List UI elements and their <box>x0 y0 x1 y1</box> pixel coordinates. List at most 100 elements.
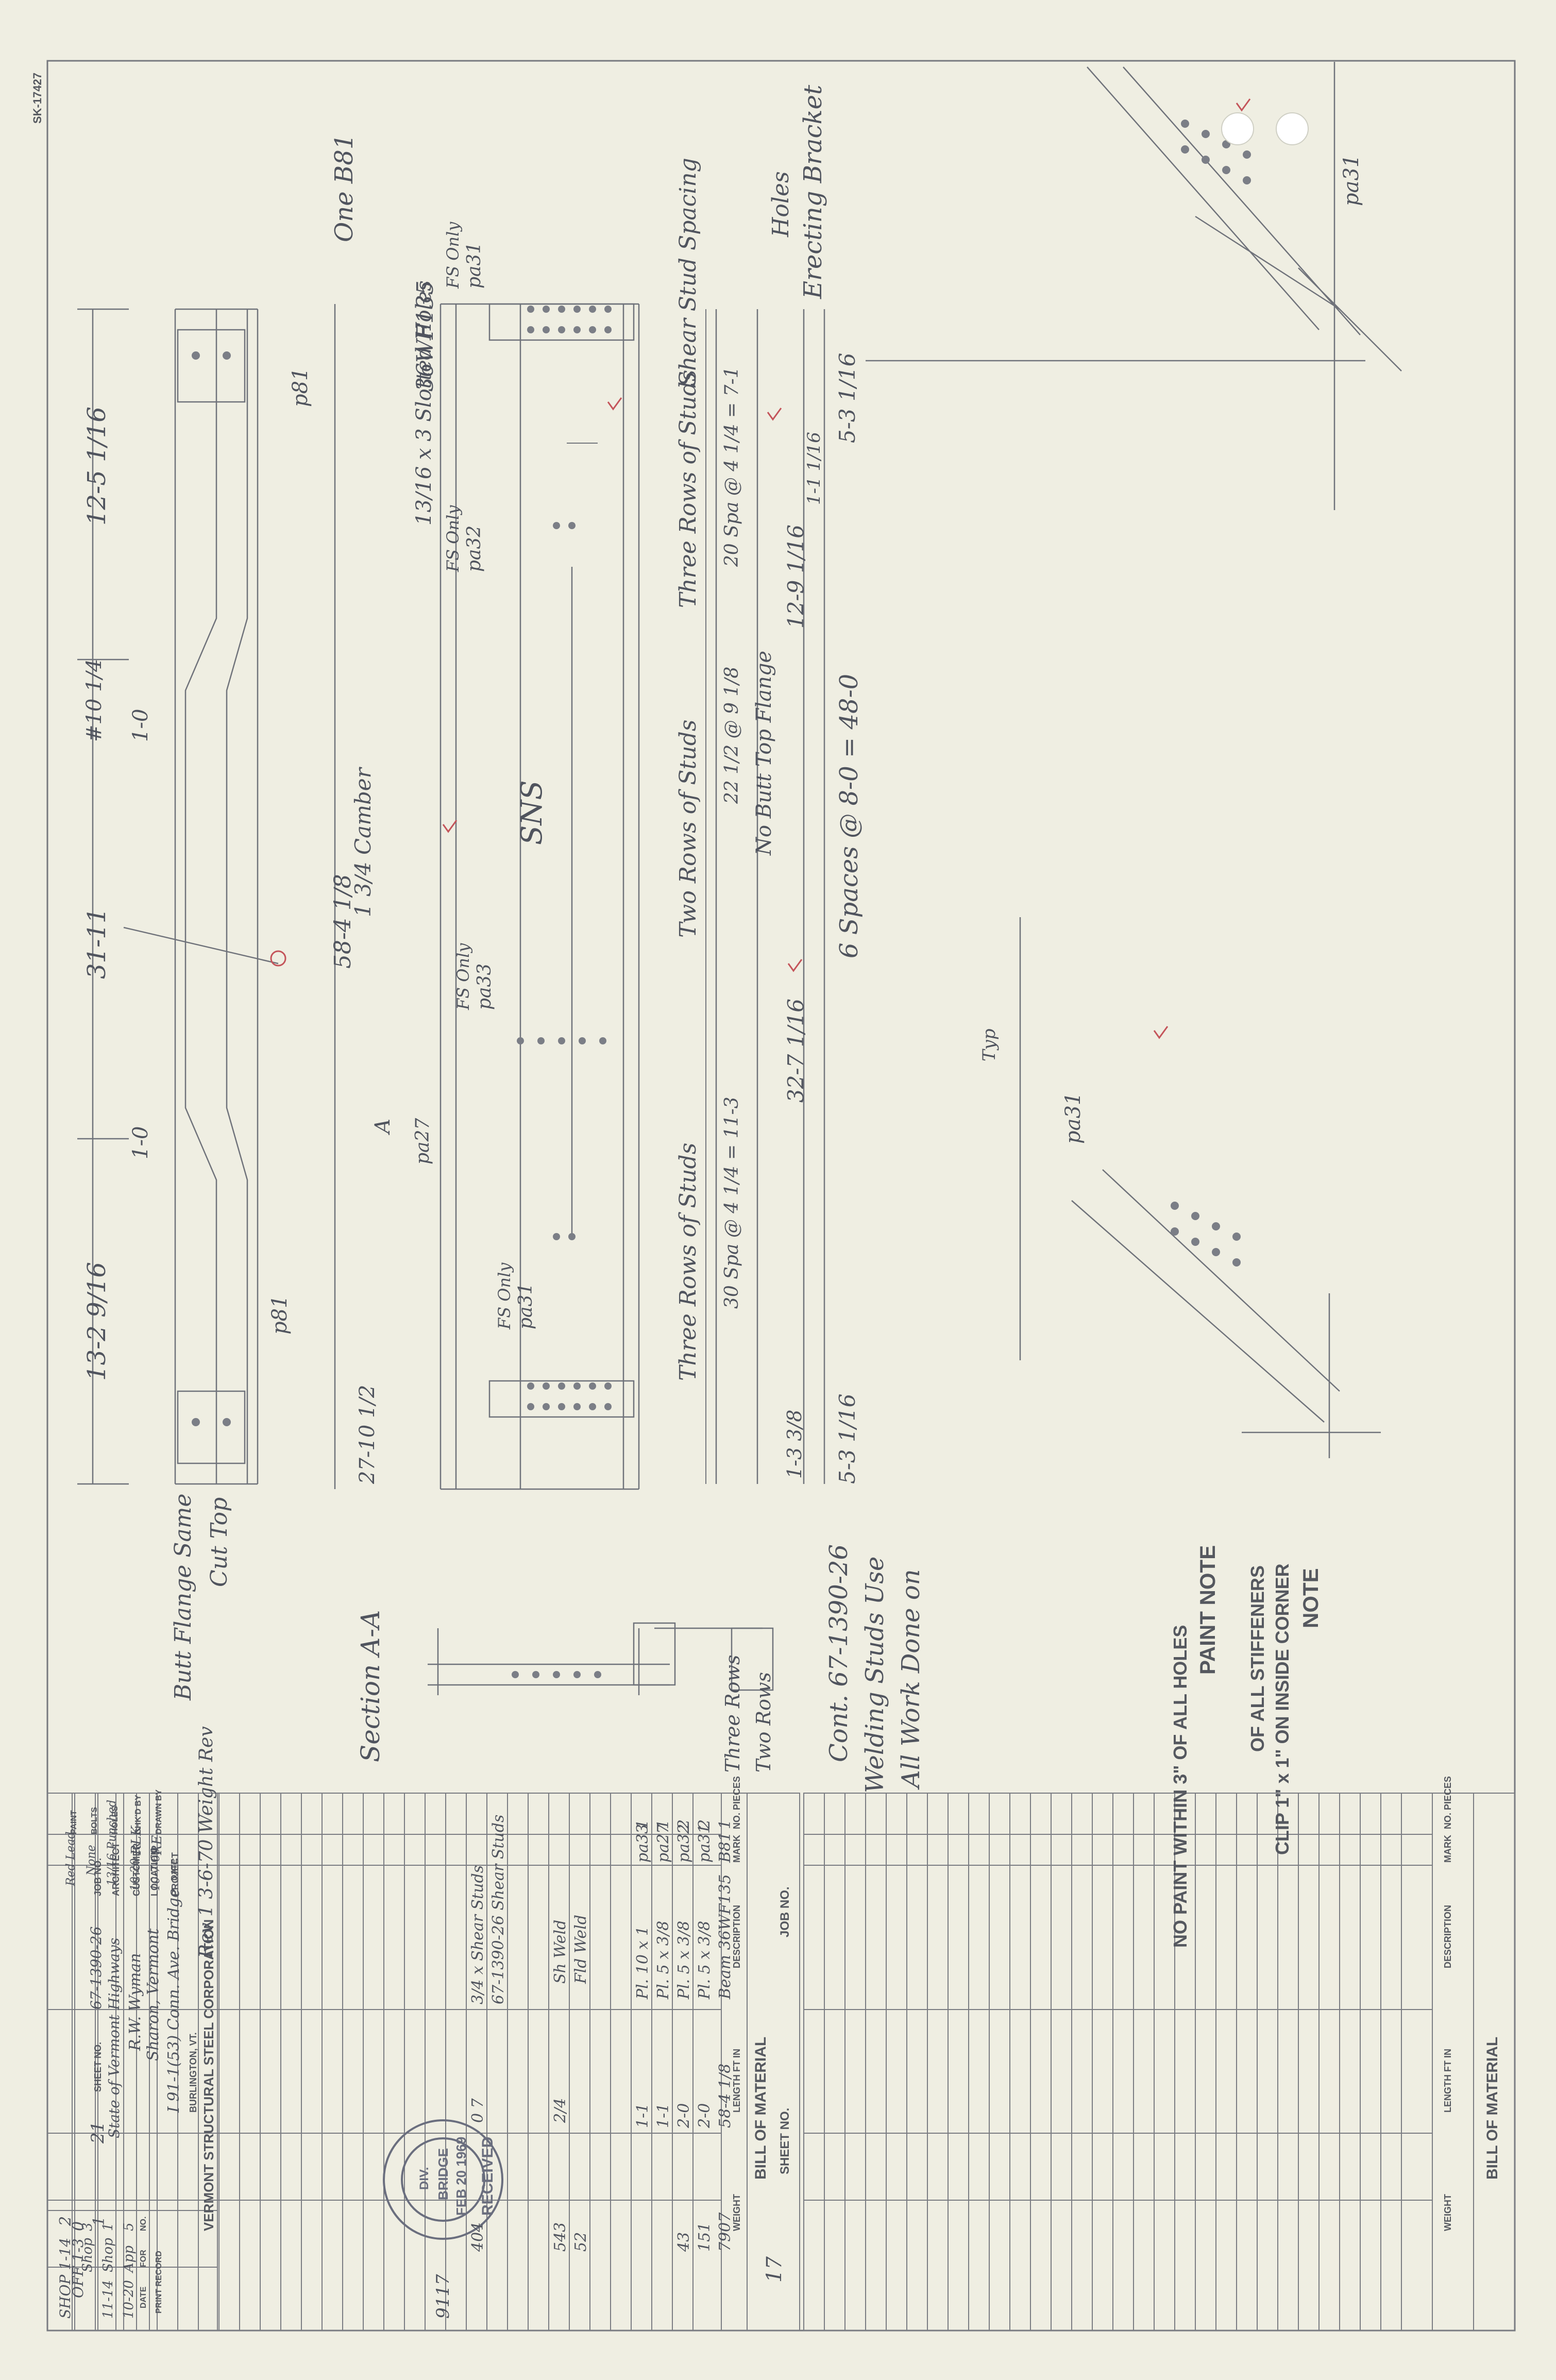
bom-row-7-desc: Sh Weld <box>551 1919 569 1984</box>
print-for-label: FOR <box>139 2250 148 2267</box>
dim-27-10: 27-10 1/2 <box>356 1385 379 1484</box>
punch-hole-1 <box>1221 112 1254 145</box>
bom-row-4-mark: pa27 <box>654 1824 672 1863</box>
bom-right-title: BILL OF MATERIAL <box>1484 2036 1501 2180</box>
camber-marker <box>270 950 286 967</box>
mark-pa31b-fs: FS Only <box>495 1262 514 1329</box>
label-no-butt: No Butt Top Flange <box>752 650 776 855</box>
bom-row-1-desc: Beam 36WF135 <box>716 1874 734 1999</box>
paint-value: Red Lead <box>64 1831 77 1886</box>
holes-value: 13/16 Punched <box>106 1799 119 1886</box>
plan-detail-top <box>866 62 1402 510</box>
bom-row-5-mark: pa33 <box>634 1824 652 1863</box>
print-row-2-date: 11-14 <box>100 2280 116 2319</box>
dim-5-3b: 5-3 1/16 <box>835 1393 860 1484</box>
dim-10-4: #10 1/4 <box>82 659 106 742</box>
label-erecting-bracket: Erecting Bracket <box>799 85 827 299</box>
company-name: VERMONT STRUCTURAL STEEL CORPORATION <box>201 1919 216 2231</box>
revision-note: Rev 1 3-6-70 Weight Rev <box>196 1726 217 1958</box>
print-date-label: DATE <box>139 2286 148 2308</box>
camber-diagram <box>77 308 279 1485</box>
print-no-label: NO. <box>139 2216 148 2231</box>
mark-pa33-fs: FS Only <box>453 943 473 1010</box>
job-value: 67-1390-26 <box>88 1926 105 2010</box>
punch-hole-2 <box>1276 112 1309 145</box>
bom-row-1-mark: B81 <box>716 1831 734 1863</box>
bom-row-3-desc: Pl. 5 x 3/8 <box>675 1920 693 1999</box>
bom-right-header-length: LENGTH FT IN <box>1443 2049 1453 2113</box>
bom-row-6-weight: 52 <box>572 2232 590 2252</box>
note-title: NOTE <box>1298 1568 1323 1628</box>
project-value: I 91-1(53) Conn. Ave. Bridge <box>165 1888 183 2113</box>
label-shear-stud-spacing: Shear Stud Spacing <box>675 158 701 386</box>
date-label: DATE <box>170 1859 179 1881</box>
mark-pa32: pa32 <box>464 525 485 572</box>
print-record-label: PRINT RECORD <box>155 2251 163 2314</box>
label-section-aa: Section A-A <box>356 1610 385 1762</box>
drawn-label: DRAWN BY <box>155 1789 163 1834</box>
print-row-1-for: App <box>121 2245 137 2272</box>
bom-left-sheet-no: SHEET NO. <box>778 2107 792 2174</box>
dim-1-1: 1-1 1/16 <box>804 432 824 505</box>
bom-row-3-weight: 43 <box>675 2232 693 2252</box>
mark-pa31b: pa31 <box>515 1282 536 1329</box>
bom-row-4-length: 1-1 <box>654 2103 672 2128</box>
mark-pa31-fs: FS Only <box>443 222 463 289</box>
bom-row-5-desc: Pl. 10 x 1 <box>634 1926 652 1999</box>
dim-32-7: 32-7 1/16 <box>783 998 808 1103</box>
spacing-1: 20 Spa @ 4 1/4 = 7-1 <box>721 366 742 567</box>
label-two-rows: Two Rows <box>752 1672 775 1773</box>
mark-pa31: pa31 <box>464 242 485 289</box>
note-line-1: CLIP 1" x 1" ON INSIDE CORNER <box>1272 1563 1293 1855</box>
date-1: 10-7-69 <box>149 1847 162 1891</box>
sheet-label: SHEET NO. <box>93 2041 103 2092</box>
mark-p81-right: p81 <box>268 1295 292 1335</box>
sheet-value: 21 <box>88 2121 108 2143</box>
stamp-dept: BRIDGE <box>435 2148 451 2200</box>
edge-code: SK-17427 <box>31 72 44 124</box>
bom-left-job-no: JOB NO. <box>778 1886 792 1937</box>
label-cont: Cont. 67-1390-26 <box>824 1544 853 1762</box>
spacing-3: 30 Spa @ 4 1/4 = 11-3 <box>721 1096 742 1309</box>
label-holes: Holes <box>768 171 794 237</box>
section-a-marker: A <box>371 1119 395 1134</box>
received-stamp <box>383 2119 503 2240</box>
bom-right-header-weight: WEIGHT <box>1443 2194 1453 2231</box>
label-sns: SNS <box>515 780 549 845</box>
date-2: 10-20 <box>129 1858 142 1891</box>
label-three-rows-studs-2: Three Rows of Studs <box>675 1142 701 1381</box>
revision-code-2: SHOP 1-14 <box>57 2237 74 2319</box>
paint-note-title: PAINT NOTE <box>1195 1545 1220 1675</box>
bom-right-header-pieces: NO. PIECES <box>1443 1776 1453 1829</box>
bom-row-10-weight: 404 <box>469 2222 487 2252</box>
red-check-marks <box>442 98 1251 1039</box>
dim-31-11: 31-11 <box>82 907 111 979</box>
bom-total: 9117 <box>433 2274 453 2319</box>
bom-right-header-description: DESCRIPTION <box>1443 1904 1453 1968</box>
print-row-1-no: 5 <box>121 2222 137 2231</box>
location-value: Sharon, Vermont <box>144 1928 162 2061</box>
end-plate-details <box>177 329 246 1464</box>
bom-row-4-desc: Pl. 5 x 3/8 <box>654 1920 672 1999</box>
dim-12-5: 12-5 1/16 <box>82 407 111 526</box>
label-welding-studs: Welding Studs Use <box>860 1556 889 1793</box>
bom-row-10-desc: 3/4 x Shear Studs <box>469 1865 487 2004</box>
bom-row-2-desc: Pl. 5 x 3/8 <box>696 1920 714 1999</box>
mark-pa31-plan-bottom: pa31 <box>1061 1092 1085 1144</box>
bom-right-grid <box>803 1793 1515 2331</box>
bom-left-sheet-circle: 17 <box>763 2256 786 2283</box>
bom-row-7-length: 2/4 <box>551 2098 569 2123</box>
dim-spacing-top: 6 Spaces @ 8-0 = 48-0 <box>835 673 864 958</box>
plan-detail-bottom <box>1019 917 1381 1458</box>
label-all-work: All Work Done on <box>897 1569 925 1788</box>
dim-10-1: 1-0 <box>129 708 153 742</box>
bom-row-6-desc: Fld Weld <box>572 1914 590 1984</box>
dim-1-0b: 1-0 <box>129 1126 153 1159</box>
mark-pa31-plan-top: pa31 <box>1340 154 1363 206</box>
dim-58-4: 58-4 1/8 <box>330 874 356 969</box>
architect-value: State of Vermont Highways <box>106 1937 123 2138</box>
bom-right-header-mark: MARK <box>1443 1835 1453 1863</box>
bom-row-7-weight: 543 <box>551 2222 569 2252</box>
mark-pa27: pa27 <box>412 1118 433 1164</box>
